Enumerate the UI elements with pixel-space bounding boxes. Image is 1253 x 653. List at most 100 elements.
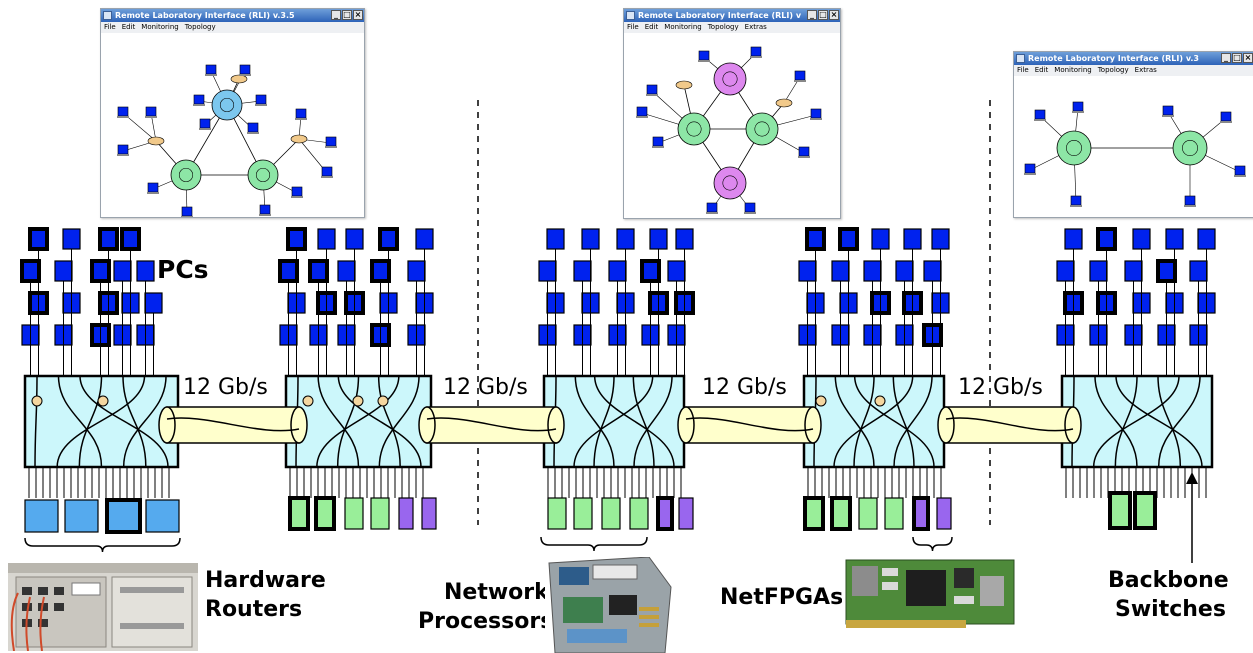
rli-titlebar[interactable]: Remote Laboratory Interface (RLI) v _□× [624, 9, 840, 22]
pc-icon [98, 227, 119, 251]
switch-path [79, 375, 169, 468]
cable-end [804, 406, 822, 444]
menu-file[interactable]: File [1017, 66, 1029, 74]
pc-icon [28, 227, 49, 251]
network-processors-label-line1: Network [444, 580, 549, 605]
topology-canvas[interactable] [101, 33, 364, 217]
host-base [259, 214, 271, 216]
switch-path [593, 375, 615, 468]
cable-end [547, 406, 565, 444]
switch-path [632, 375, 655, 468]
switch-path [853, 375, 875, 468]
host-base [1162, 115, 1174, 117]
menu-monitoring[interactable]: Monitoring [141, 23, 179, 31]
router-core [219, 97, 235, 113]
pc-icon [1156, 259, 1177, 283]
splitter-node [97, 395, 109, 407]
pc-icon [370, 259, 391, 283]
pc-icon [1165, 228, 1184, 250]
host-icon [199, 118, 211, 129]
minimize-icon[interactable]: _ [807, 10, 817, 20]
menu-topology[interactable]: Topology [184, 23, 216, 31]
link-speed-label: 12 Gb/s [183, 375, 268, 400]
pc-icon [838, 227, 859, 251]
rli-menubar: File Edit Monitoring Topology Extras [1014, 65, 1253, 76]
switch-path [337, 375, 422, 468]
device-module [678, 497, 694, 530]
switch-path [633, 375, 673, 468]
menu-topology[interactable]: Topology [707, 23, 739, 31]
router-node [247, 159, 279, 191]
maximize-icon[interactable]: □ [342, 10, 352, 20]
device-module [421, 497, 437, 530]
rli-window-2[interactable]: Remote Laboratory Interface (RLI) v _□× … [623, 8, 841, 219]
host-base [325, 146, 337, 148]
maximize-icon[interactable]: □ [818, 10, 828, 20]
switch-path [122, 375, 167, 468]
rli-titlebar[interactable]: Remote Laboratory Interface (RLI) v.3 _□… [1014, 52, 1253, 65]
host-base [1220, 121, 1232, 123]
splitter-node [377, 395, 389, 407]
minimize-icon[interactable]: _ [1221, 53, 1231, 63]
host-base [706, 212, 718, 214]
router-core [255, 167, 271, 183]
pc-icon [923, 260, 942, 282]
menu-edit[interactable]: Edit [121, 23, 136, 31]
switch-path [78, 375, 103, 468]
menu-edit[interactable]: Edit [1034, 66, 1049, 74]
host-base [291, 196, 303, 198]
menu-file[interactable]: File [627, 23, 639, 31]
host-icon [247, 122, 259, 133]
java-app-icon [1016, 54, 1025, 63]
rli-window-3[interactable]: Remote Laboratory Interface (RLI) v.3 _□… [1013, 51, 1253, 218]
host-base [247, 132, 259, 134]
pc-icon [581, 228, 600, 250]
pc-icon [136, 260, 155, 282]
host-icon [636, 106, 648, 117]
device-module [398, 497, 414, 530]
pc-icon [675, 228, 694, 250]
menu-extras[interactable]: Extras [744, 23, 767, 31]
close-icon[interactable]: × [353, 10, 363, 20]
switch-path [56, 375, 146, 468]
host-icon [1024, 163, 1036, 174]
pc-icon [113, 260, 132, 282]
pc-icon [798, 260, 817, 282]
menu-file[interactable]: File [104, 23, 116, 31]
topology-canvas[interactable] [1014, 76, 1253, 217]
pc-icon [278, 259, 299, 283]
host-icon [810, 108, 822, 119]
minimize-icon[interactable]: _ [331, 10, 341, 20]
splitter-node [874, 395, 886, 407]
menu-extras[interactable]: Extras [1134, 66, 1157, 74]
menu-monitoring[interactable]: Monitoring [1054, 66, 1092, 74]
rli-window-1[interactable]: Remote Laboratory Interface (RLI) v.3.5 … [100, 8, 365, 218]
host-icon [321, 166, 333, 177]
hub-node [290, 134, 308, 144]
host-base [117, 154, 129, 156]
pc-icon [1197, 228, 1216, 250]
router-node [745, 112, 779, 146]
host-base [798, 156, 810, 158]
menu-monitoring[interactable]: Monitoring [664, 23, 702, 31]
host-base [1024, 173, 1036, 175]
menu-edit[interactable]: Edit [644, 23, 659, 31]
host-icon [1070, 195, 1082, 206]
pc-icon [144, 292, 163, 314]
host-icon [117, 106, 129, 117]
backbone-switches [23, 374, 1214, 498]
host-icon [1162, 105, 1174, 116]
close-icon[interactable]: × [829, 10, 839, 20]
host-base [744, 212, 756, 214]
menu-topology[interactable]: Topology [1097, 66, 1129, 74]
close-icon[interactable]: × [1243, 53, 1253, 63]
cable-fiber [166, 417, 300, 432]
rli-titlebar[interactable]: Remote Laboratory Interface (RLI) v.3.5 … [101, 9, 364, 22]
topology-canvas[interactable] [624, 33, 840, 218]
host-icon [145, 106, 157, 117]
hub-node [230, 74, 248, 84]
host-base [147, 192, 159, 194]
maximize-icon[interactable]: □ [1232, 53, 1242, 63]
switch-path [853, 375, 935, 468]
router-node [713, 166, 747, 200]
